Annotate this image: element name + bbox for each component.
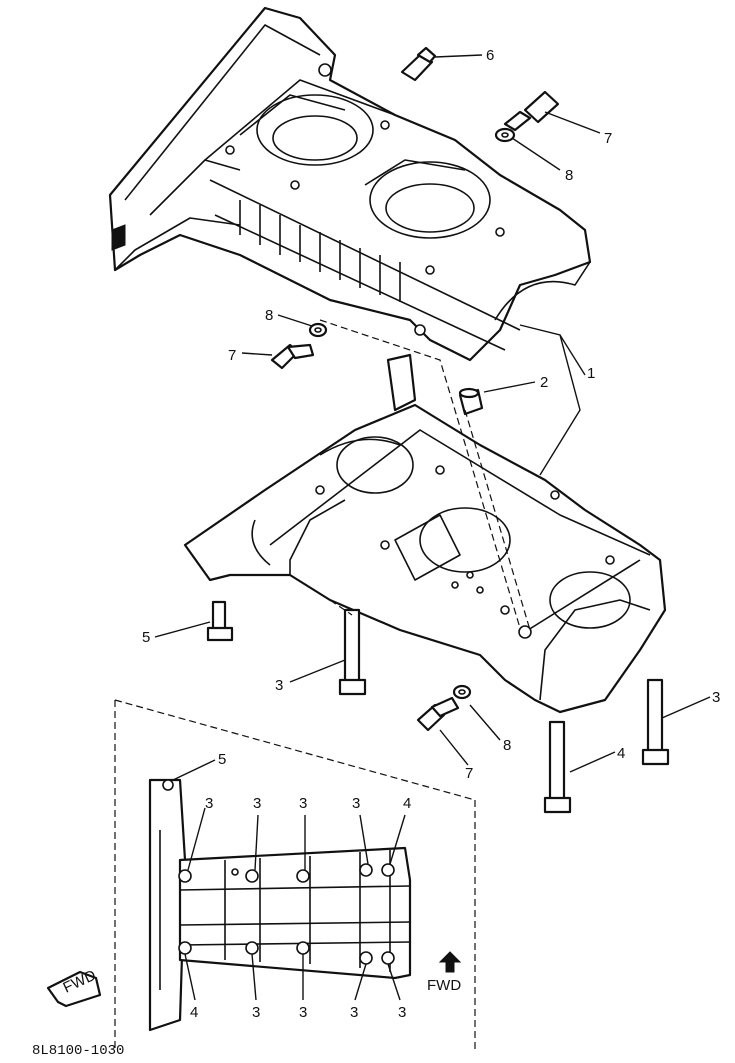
- fwd-arrow-badge: FWD: [46, 967, 102, 1008]
- label-5-upper: 5: [142, 629, 150, 646]
- label-8-lower: 8: [503, 737, 511, 754]
- label-seq-3b: 3: [253, 795, 261, 812]
- label-8-upper: 8: [565, 167, 573, 184]
- label-7-mid: 7: [228, 347, 236, 364]
- label-2: 2: [540, 374, 548, 391]
- part-2-dowel-pin: [458, 387, 484, 416]
- part-8-washer-mid-left: [308, 322, 328, 338]
- label-5-lower: 5: [218, 751, 226, 768]
- part-3-bolt-center: [338, 608, 367, 696]
- label-6: 6: [486, 47, 494, 64]
- label-3-right: 3: [712, 689, 720, 706]
- label-seq-3g: 3: [350, 1004, 358, 1021]
- fwd-note-text: FWD: [427, 977, 461, 994]
- label-seq-3d: 3: [352, 795, 360, 812]
- part-4-bolt: [543, 720, 572, 814]
- label-seq-4a: 4: [403, 795, 411, 812]
- part-8-washer-lower: [452, 684, 472, 700]
- label-3-center: 3: [275, 677, 283, 694]
- upper-crankcase: [108, 6, 592, 362]
- fwd-up-arrow: FWD: [427, 951, 461, 994]
- part-7-bolt-upper-right: [503, 90, 560, 132]
- label-4-upper: 4: [617, 745, 625, 762]
- label-seq-4b: 4: [190, 1004, 198, 1021]
- part-7-bolt-lower: [416, 696, 460, 732]
- label-seq-3h: 3: [398, 1004, 406, 1021]
- label-seq-3c: 3: [299, 795, 307, 812]
- part-labels: 6 7 8 8 7 2 1 5 3 3 4 8 7 5 3 3 3 3 4 4 …: [142, 47, 720, 1021]
- part-5-bolt-left: [206, 600, 234, 642]
- label-seq-3f: 3: [299, 1004, 307, 1021]
- label-1: 1: [587, 365, 595, 382]
- part-8-washer-upper-right: [494, 127, 516, 143]
- part-3-bolt-right: [641, 678, 670, 766]
- drawing-code: 8L8100-1030: [32, 1043, 124, 1059]
- part-7-bolt-mid-left: [270, 343, 315, 370]
- label-seq-3e: 3: [252, 1004, 260, 1021]
- part-6-plug: [400, 46, 437, 82]
- label-seq-3a: 3: [205, 795, 213, 812]
- label-7-upper: 7: [604, 130, 612, 147]
- leader-lines: [154, 54, 711, 781]
- tightening-sequence-plan-view: [148, 778, 412, 1032]
- lower-crankcase: [183, 353, 667, 714]
- label-8-mid: 8: [265, 307, 273, 324]
- alignment-lines: [114, 319, 531, 1050]
- label-7-lower: 7: [465, 765, 473, 782]
